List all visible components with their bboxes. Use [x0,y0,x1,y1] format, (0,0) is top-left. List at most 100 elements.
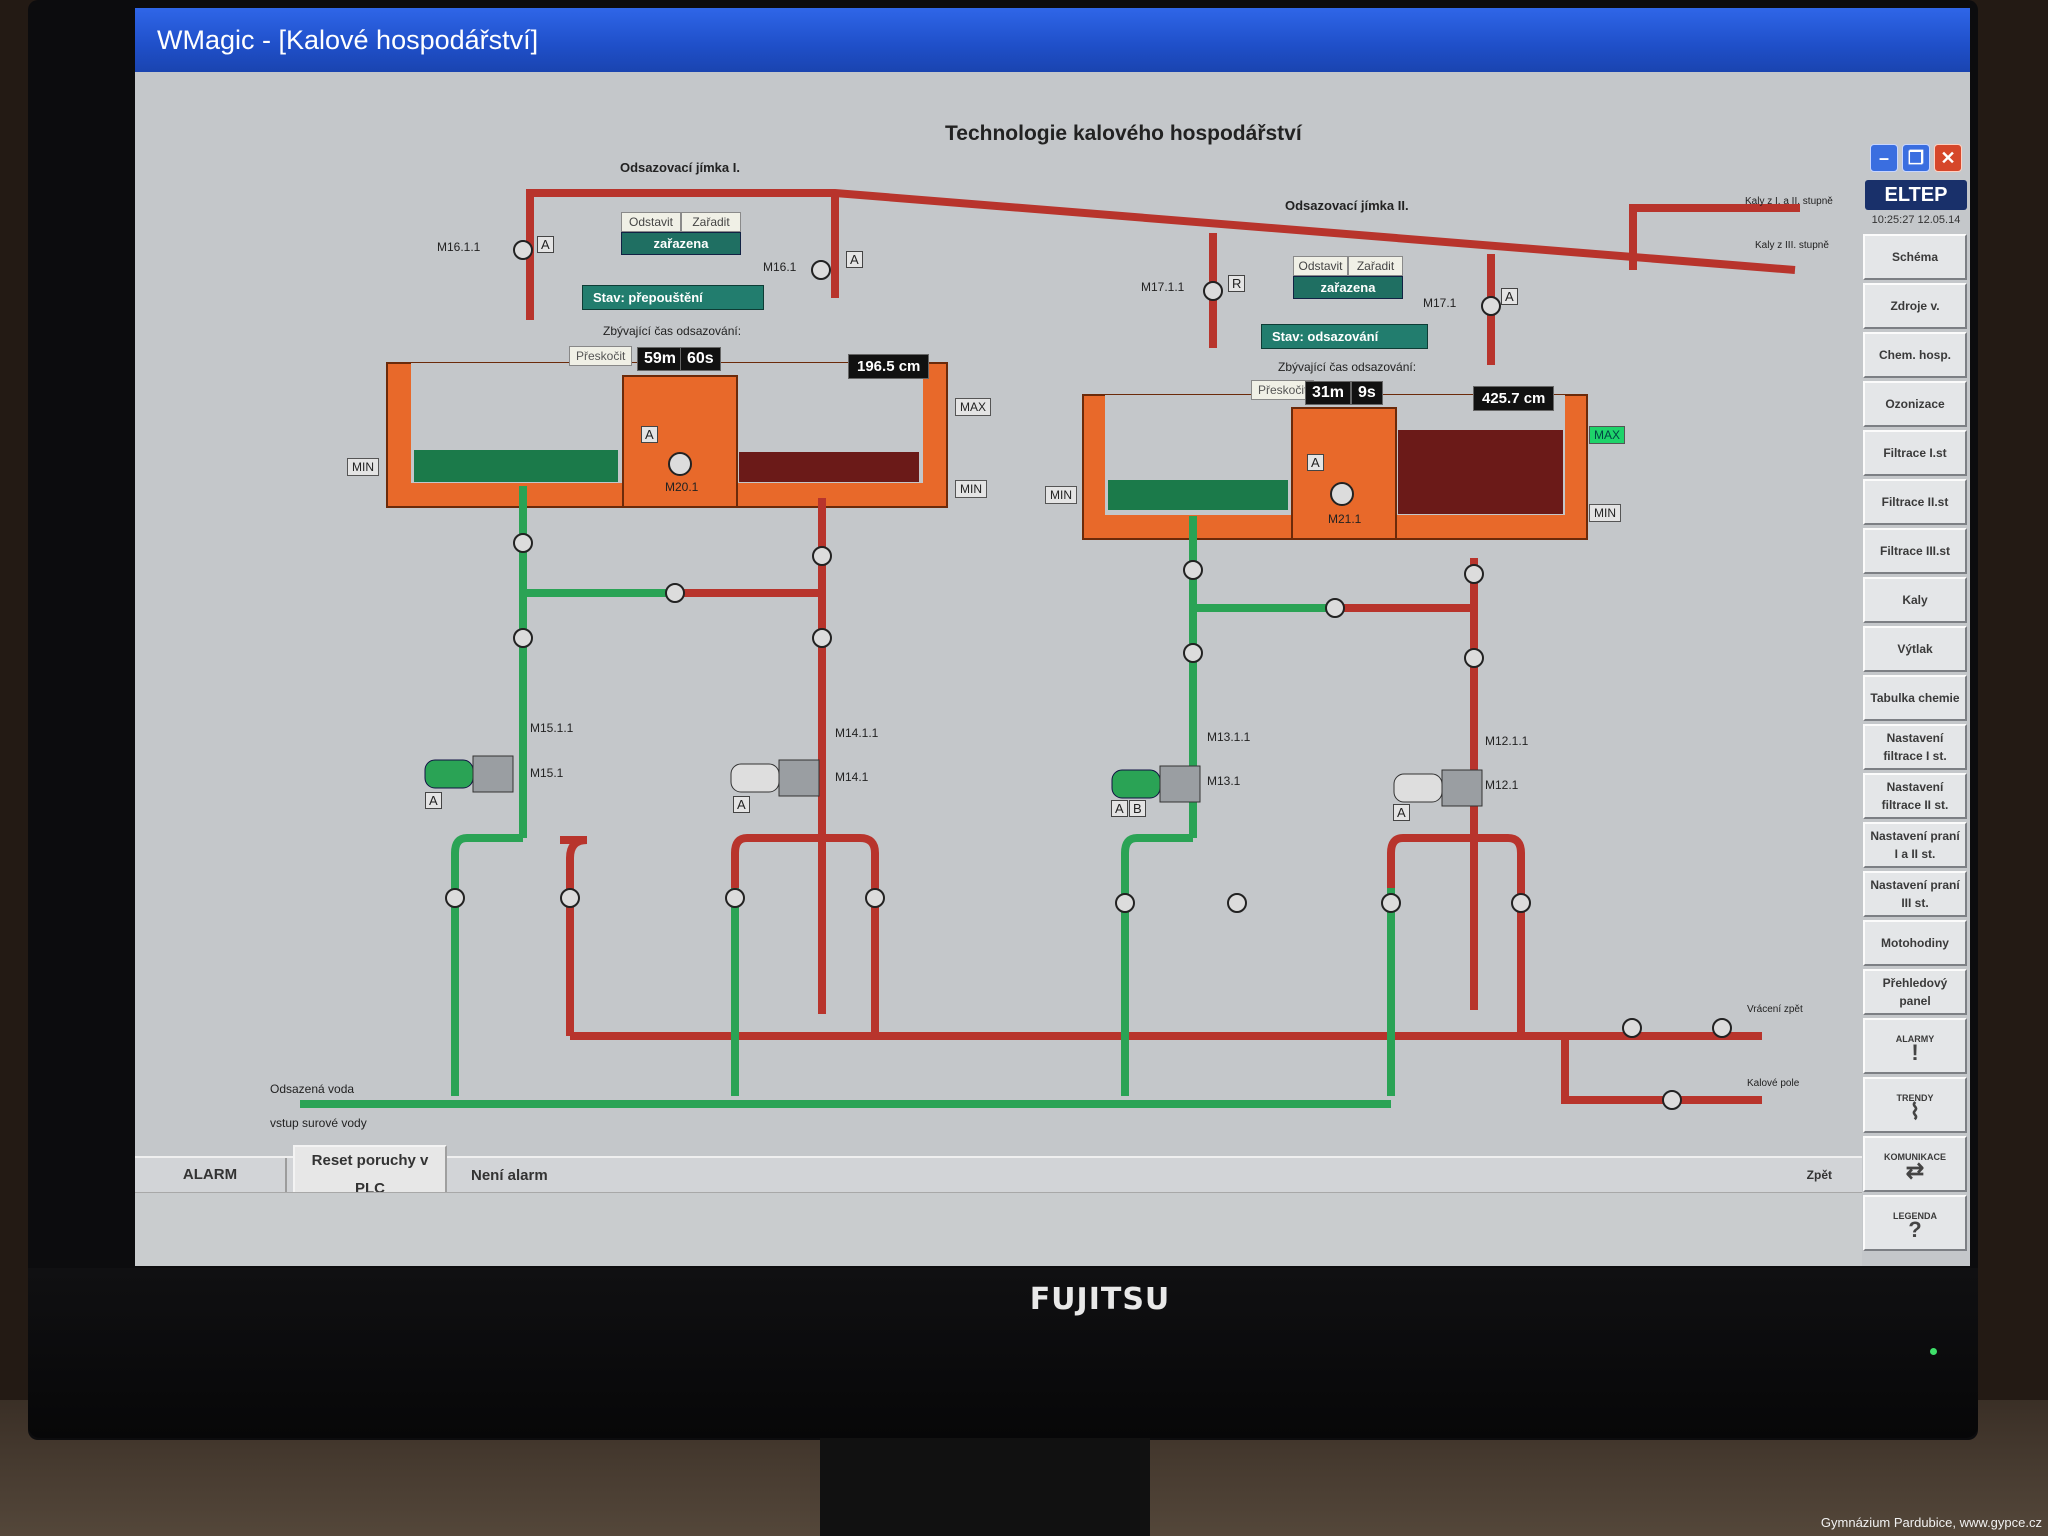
valve-label: M15.1 [530,766,564,780]
valve-label: M20.1 [665,480,699,494]
tank-2-timer-min: 31m [1305,381,1352,405]
tank-2-state: zařazena [1293,276,1403,299]
pumps [424,755,1483,807]
sidebar-item-vytlak[interactable]: Výtlak [1863,626,1967,672]
mode-a-tag: A [846,251,863,268]
tank-1-timer-sec: 60s [680,347,721,371]
tank-1-timer-min: 59m [637,347,684,371]
monitor-brand: FUJITSU [1029,1282,1171,1317]
tank-2-water [1108,480,1288,510]
mode-a-tag: A [733,796,750,813]
window-titlebar: WMagic - [Kalové hospodářství] [135,8,1970,72]
restore-icon[interactable]: ❐ [1902,144,1930,172]
sidebar-item-trendy[interactable]: TRENDY ⌇ [1863,1077,1967,1133]
tank-1-min-tag-2: MIN [955,480,987,498]
page-title: Technologie kalového hospodářství [945,122,1302,145]
process-diagram [300,189,1800,1110]
tank-1-sludge [739,452,919,482]
sidebar-item-ozonizace[interactable]: Ozonizace [1863,381,1967,427]
tank-1-level: 196.5 cm [848,354,930,379]
valve-label: M13.1 [1207,774,1241,788]
tank-1-stop-button[interactable]: Odstavit [621,212,681,232]
screen: WMagic - [Kalové hospodářství] [135,8,1970,1266]
valve-label: M17.1 [1423,296,1457,310]
sidebar-item-nastaveni-p12[interactable]: Nastavení praní I a II st. [1863,822,1967,868]
sidebar-item-nastaveni-p3[interactable]: Nastavení praní III st. [1863,871,1967,917]
kaly-1-label: Kaly z I. a II. stupně [1745,196,1833,207]
valve-label: M17.1.1 [1141,280,1185,294]
tank-1-start-button[interactable]: Zařadit [681,212,741,232]
sidebar-item-schema[interactable]: Schéma [1863,234,1967,280]
tank-2-status: Stav: odsazování [1261,324,1428,349]
sidebar-item-motohodiny[interactable]: Motohodiny [1863,920,1967,966]
status-bar: ALARM Reset poruchy v PLC Není alarm Zpě… [135,1145,1862,1205]
tank-1-water [414,450,618,482]
sidebar-item-tabulka[interactable]: Tabulka chemie [1863,675,1967,721]
tank-2-level: 425.7 cm [1473,386,1555,411]
photo-credit: Gymnázium Pardubice, www.gypce.cz [1820,1515,2042,1530]
mode-a-tag: A [1111,800,1128,817]
tank-1-status: Stav: přepouštění [582,285,764,310]
sidebar-item-nastaveni-f2[interactable]: Nastavení filtrace II st. [1863,773,1967,819]
water-pipes [300,486,1395,1108]
monitor-stand [820,1438,1150,1536]
tank-1-min-tag: MIN [347,458,379,476]
valve-label: M13.1.1 [1207,730,1251,744]
sidebar-item-komunikace[interactable]: KOMUNIKACE ⇄ [1863,1136,1967,1192]
tank-1-max-tag: MAX [955,398,992,416]
mode-a-tag: A [1393,804,1410,821]
sidebar-item-kaly[interactable]: Kaly [1863,577,1967,623]
kalove-pole-label: Kalové pole [1747,1078,1800,1089]
valve-label: M14.1.1 [835,726,879,740]
sidebar-item-filtrace-1[interactable]: Filtrace I.st [1863,430,1967,476]
tank-2-title: Odsazovací jímka II. [1285,198,1409,213]
clock: 10:25:27 12.05.14 [1871,214,1961,226]
sidebar-item-filtrace-3[interactable]: Filtrace III.st [1863,528,1967,574]
kaly-2-label: Kaly z III. stupně [1755,240,1829,251]
tank-2-timer-label: Zbývající čas odsazování: [1278,360,1417,374]
tank-2-timer-sec: 9s [1351,381,1383,405]
sidebar-item-nastaveni-f1[interactable]: Nastavení filtrace I st. [1863,724,1967,770]
sidebar-item-filtrace-2[interactable]: Filtrace II.st [1863,479,1967,525]
sidebar-item-legenda[interactable]: LEGENDA ? [1863,1195,1967,1251]
vraceni-label: Vrácení zpět [1747,1004,1803,1015]
mode-r-tag: R [1228,275,1246,292]
tank-2-max-tag: MAX [1589,426,1626,444]
valve-label: M16.1 [763,260,797,274]
trend-icon: ⌇ [1909,1099,1921,1124]
exclamation-icon: ! [1911,1040,1919,1065]
tank-2-control: Odstavit Zařadit zařazena [1293,256,1403,299]
tank-1-skip-button[interactable]: Přeskočit [569,346,633,366]
minimize-icon[interactable]: – [1870,144,1898,172]
tank-1-title: Odsazovací jímka I. [620,160,740,175]
window-controls: – ❐ ✕ [1870,144,1962,172]
valve-label: M15.1.1 [530,721,574,735]
sidebar-item-chem[interactable]: Chem. hosp. [1863,332,1967,378]
bottom-panel [135,1192,1862,1266]
vstup-label: vstup surové vody [270,1116,367,1130]
eltep-logo: ELTEP [1865,180,1967,210]
back-button[interactable]: Zpět [1806,1168,1832,1182]
tank-1-timer-label: Zbývající čas odsazování: [603,324,742,338]
valve-label: M21.1 [1328,512,1362,526]
tank-2-min-tag-2: MIN [1589,504,1621,522]
sidebar-item-alarmy[interactable]: ALARMY ! [1863,1018,1967,1074]
mode-b-tag: B [1129,800,1146,817]
sidebar-item-prehled[interactable]: Přehledový panel [1863,969,1967,1015]
monitor-bezel-bottom [28,1268,1978,1438]
alarm-indicator[interactable]: ALARM [135,1158,287,1192]
tank-2-start-button[interactable]: Zařadit [1348,256,1403,276]
tank-2-sludge [1398,430,1563,514]
alarm-status-text: Není alarm [471,1166,548,1184]
valve-label: M12.1 [1485,778,1519,792]
communication-icon: ⇄ [1905,1158,1925,1183]
tank-2-stop-button[interactable]: Odstavit [1293,256,1348,276]
tank-1-control: Odstavit Zařadit zařazena [621,212,741,255]
valve-label: M16.1.1 [437,240,481,254]
sidebar: Schéma Zdroje v. Chem. hosp. Ozonizace F… [1863,234,1967,1254]
valve-label: M14.1 [835,770,869,784]
close-icon[interactable]: ✕ [1934,144,1962,172]
sidebar-item-zdroje[interactable]: Zdroje v. [1863,283,1967,329]
power-led [1930,1348,1937,1355]
mode-a-tag: A [641,426,658,443]
